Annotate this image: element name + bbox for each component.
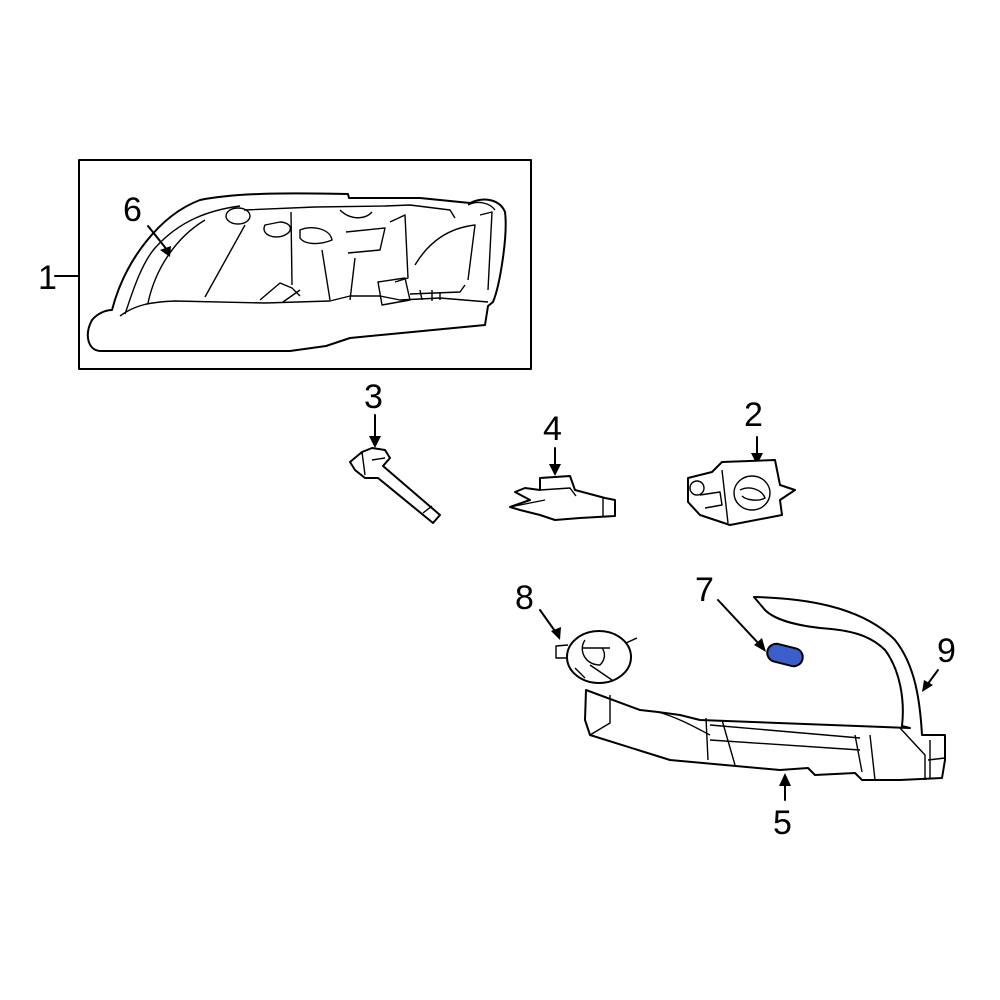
part-2-drawing (687, 436, 796, 526)
callout-5[interactable]: 5 (773, 804, 792, 842)
callout-4[interactable]: 4 (543, 410, 562, 448)
part-5-9-drawing (584, 596, 946, 781)
callout-7[interactable]: 7 (695, 571, 714, 609)
headlamp-drawing (86, 192, 507, 352)
callout-8[interactable]: 8 (515, 579, 534, 617)
part-8-drawing (539, 609, 638, 684)
callout-2[interactable]: 2 (744, 396, 763, 434)
part-3-drawing (349, 414, 441, 524)
part-7-drawing (717, 599, 804, 668)
callout-3[interactable]: 3 (364, 378, 383, 416)
part-4-drawing (509, 447, 616, 521)
headlamp-assembly-box (54, 159, 532, 370)
callout-6[interactable]: 6 (123, 191, 142, 229)
callout-1[interactable]: 1 (38, 259, 57, 297)
callout-9[interactable]: 9 (937, 632, 956, 670)
highlighted-bulb[interactable] (765, 642, 804, 668)
